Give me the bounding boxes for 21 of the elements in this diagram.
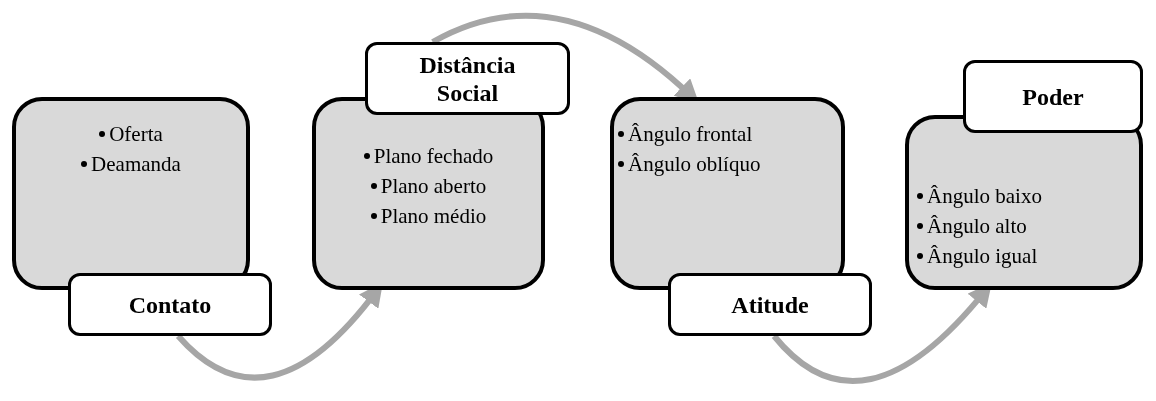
list-item: Ângulo baixo	[927, 183, 1042, 209]
label-box	[365, 42, 570, 115]
content-box	[905, 115, 1143, 290]
list-item: Ângulo frontal	[628, 121, 753, 147]
list-item: Ângulo igual	[927, 243, 1038, 269]
list-item: Ângulo alto	[927, 213, 1027, 239]
label-text: Atitude	[731, 290, 809, 319]
label-text: Poder	[1022, 82, 1084, 111]
label-text: Contato	[128, 290, 212, 319]
list-item: Plano fechado	[373, 143, 494, 169]
list-item: Ângulo oblíquo	[628, 151, 761, 177]
label-box	[963, 60, 1143, 133]
label-box	[668, 273, 872, 336]
list-item: Deamanda	[91, 151, 181, 177]
list-item: Plano aberto	[380, 173, 487, 199]
label-text: Distância Social	[418, 50, 517, 107]
content-box	[610, 97, 845, 290]
content-box	[12, 97, 250, 290]
list-item: Oferta	[109, 121, 163, 147]
label-box	[68, 273, 272, 336]
list-item: Plano médio	[380, 203, 487, 229]
